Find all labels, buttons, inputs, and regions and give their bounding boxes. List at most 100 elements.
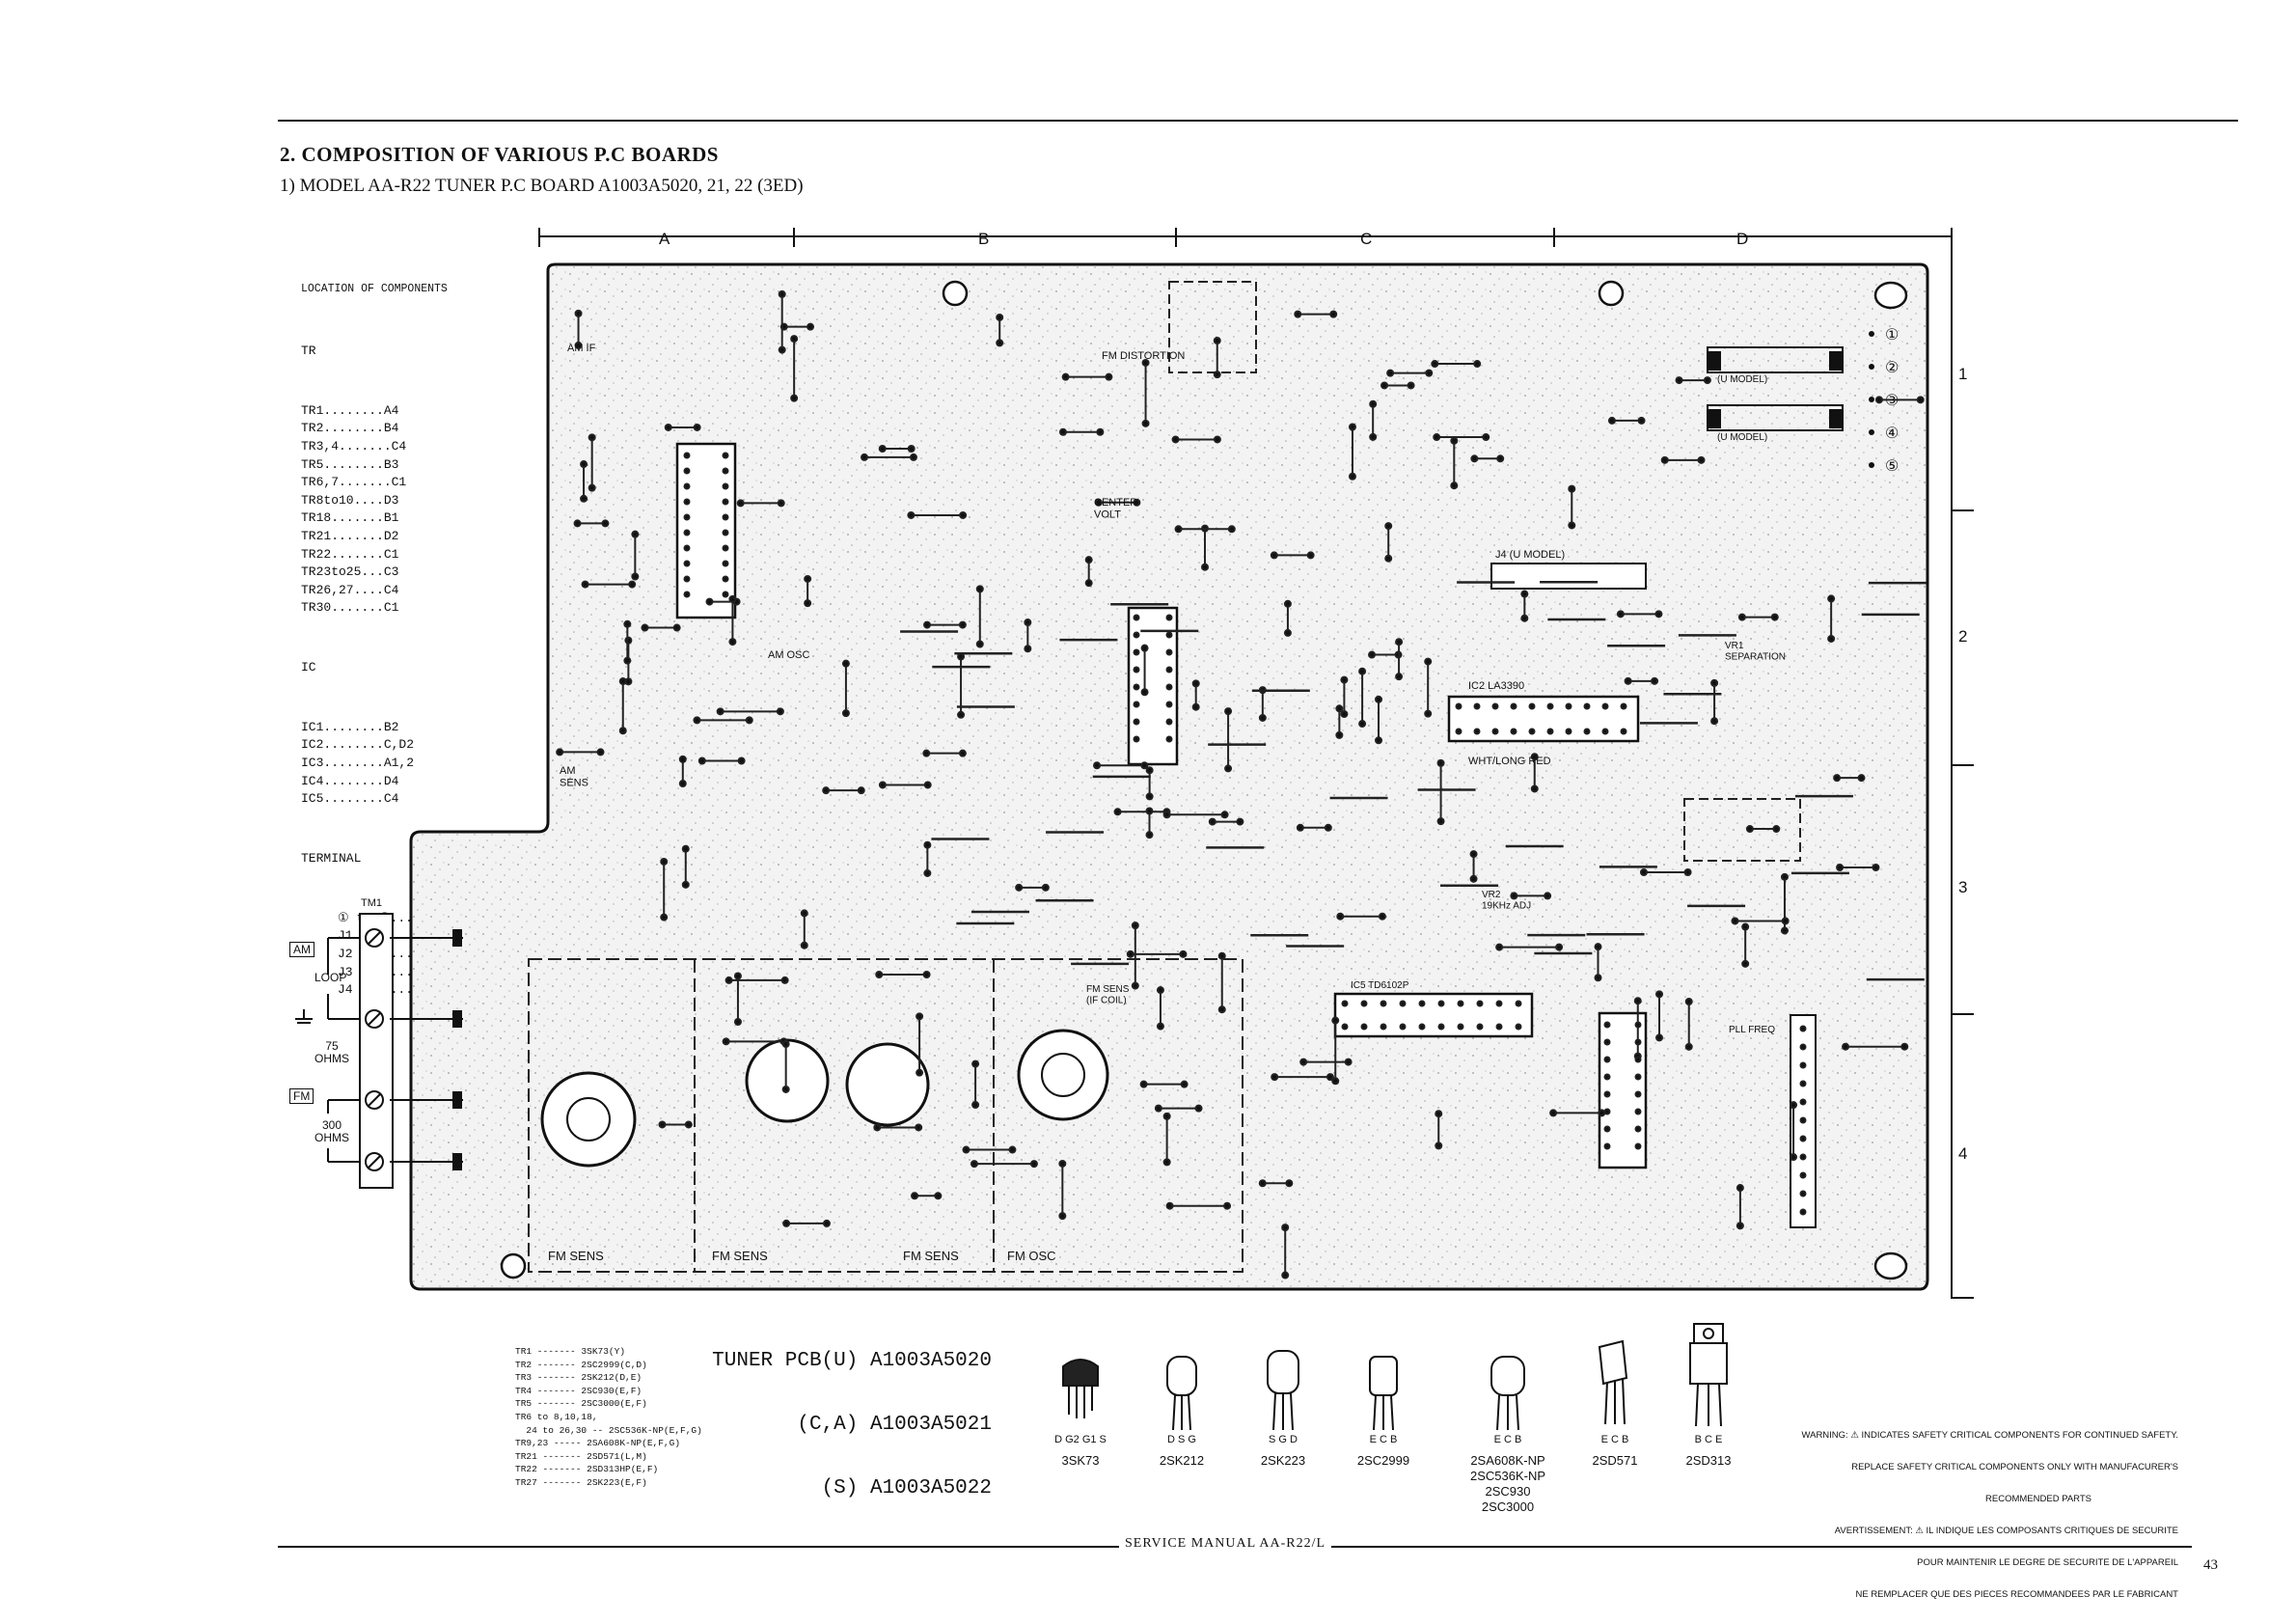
package-2sa608k-icon: [1490, 1356, 1525, 1431]
ic-location-item-0: IC1........B2: [301, 719, 399, 734]
grid-col-b: B: [978, 230, 990, 248]
grid-row-tick: [1951, 764, 1974, 766]
package-2sc2999-icon: [1369, 1356, 1398, 1431]
terminal-column: ① ② ③ ④ ⑤: [1869, 327, 1899, 475]
ic-location-item-3: IC4........D4: [301, 773, 399, 788]
mounting-hole: [942, 280, 969, 307]
l4-coil: [1017, 1029, 1109, 1121]
tr-location-item-5: TR8to10....D3: [301, 492, 399, 508]
package-2sk212-icon: [1166, 1356, 1197, 1431]
am-if-label: AM IF: [567, 343, 596, 354]
transistor-list-item-2: TR3 ------- 2SK212(D,E): [515, 1372, 642, 1384]
grid-tick: [1553, 228, 1555, 247]
fm-sens-label-3: FM SENS: [903, 1249, 959, 1263]
tr-location-item-8: TR22.......C1: [301, 546, 399, 562]
package-name-3: 2SC2999: [1356, 1453, 1410, 1468]
package-2sd313-icon: [1689, 1323, 1728, 1427]
transistor-list: TR1 ------- 3SK73(Y)TR2 ------- 2SC2999(…: [515, 1345, 702, 1490]
ic-location-item-2: IC3........A1,2: [301, 756, 415, 771]
tr-location-item-10: TR26,27....C4: [301, 582, 399, 597]
terminal-2: ②: [1885, 360, 1899, 376]
transistor-list-item-8: TR21 ------- 2SD571(L,M): [515, 1450, 647, 1462]
transistor-list-item-9: TR22 ------- 2SD313HP(E,F): [515, 1464, 659, 1475]
fm-antenna-label: FM: [289, 1088, 314, 1104]
package-name-4: 2SA608K-NP 2SC536K-NP 2SC930 2SC3000: [1469, 1453, 1546, 1514]
package-pins-6: B C E: [1694, 1434, 1723, 1445]
am-osc-label: AM OSC: [768, 649, 809, 661]
warning-line-5: POUR MAINTENIR LE DEGRE DE SECURITE DE L…: [1917, 1557, 2178, 1568]
mounting-hole: [500, 1252, 527, 1279]
package-pins-4: E C B: [1493, 1434, 1522, 1445]
package-name-6: 2SD313: [1685, 1453, 1732, 1468]
package-2sk223-icon: [1267, 1350, 1299, 1431]
warning-line-2: REPLACE SAFETY CRITICAL COMPONENTS ONLY …: [1851, 1462, 2178, 1472]
pcb-caption-line-2: (C,A) A1003A5021: [797, 1414, 992, 1436]
package-pins-0: D G2 G1 S: [1054, 1434, 1107, 1445]
trace-layer: [556, 289, 1927, 1279]
warning-line-6: NE REMPLACER QUE DES PIECES RECOMMANDEES…: [1855, 1589, 2178, 1600]
grid-row-tick: [1951, 1297, 1974, 1299]
pcb-caption-line-3: (S) A1003A5022: [821, 1477, 992, 1499]
l1-coil: [540, 1071, 637, 1168]
antenna-wiring: [295, 928, 463, 1171]
grid-row-tick: [1951, 1013, 1974, 1015]
u-model-label-2: (U MODEL): [1717, 432, 1767, 443]
warning-line-3: RECOMMENDED PARTS: [1985, 1494, 2091, 1504]
package-name-1: 2SK212: [1159, 1453, 1205, 1468]
grid-row-1: 1: [1958, 365, 1968, 383]
fm-distortion-label: FM DISTORTION: [1102, 350, 1185, 362]
grid-tick: [793, 228, 795, 247]
pcb-caption-line-1: TUNER PCB(U) A1003A5020: [712, 1350, 992, 1372]
transistor-list-item-6: 24 to 26,30 -- 2SC536K-NP(E,F,G): [515, 1424, 702, 1436]
section-title: 2. COMPOSITION OF VARIOUS P.C BOARDS: [280, 143, 719, 166]
tr-heading: TR: [301, 343, 316, 358]
grid-row-4: 4: [1958, 1144, 1968, 1163]
pll-freq-label: PLL FREQ: [1729, 1025, 1775, 1035]
mounting-hole: [1873, 281, 1908, 310]
tr-location-item-1: TR2........B4: [301, 421, 399, 436]
transistor-list-item-5: TR6 to 8,10,18,: [515, 1411, 598, 1422]
wht-long-red-label: WHT/LONG RED: [1468, 756, 1551, 767]
transistor-list-item-3: TR4 ------- 2SC930(E,F): [515, 1385, 642, 1396]
tr-location-item-11: TR30.......C1: [301, 600, 399, 616]
grid-column-bar: [538, 235, 1953, 237]
transistor-list-item-4: TR5 ------- 2SC3000(E,F): [515, 1398, 647, 1410]
ohms300-label: 300 OHMS: [314, 1118, 349, 1144]
fl3-filter: [1683, 798, 1801, 862]
fm-frontend-shield: [528, 958, 1244, 1273]
tr-location-item-0: TR1........A4: [301, 402, 399, 418]
package-name-5: 2SD571: [1592, 1453, 1638, 1468]
u-model-label-1: (U MODEL): [1717, 374, 1767, 385]
ic-location-item-4: IC5........C4: [301, 791, 399, 807]
package-pins-2: S G D: [1269, 1434, 1298, 1445]
l2-coil: [745, 1038, 830, 1123]
footer-title: SERVICE MANUAL AA-R22/L: [1119, 1536, 1332, 1552]
tr-location-item-2: TR3,4.......C4: [301, 438, 407, 454]
tr-location-item-3: TR5........B3: [301, 456, 399, 472]
package-pins-3: E C B: [1369, 1434, 1398, 1445]
terminal-5: ⑤: [1885, 458, 1899, 475]
ic2-label: IC2 LA3390: [1468, 680, 1524, 692]
pcb-board-diagram: ① ② ③ ④ ⑤ FM SENS FM SENS FM SENS FM OSC…: [409, 262, 1929, 1291]
grid-col-c: C: [1360, 230, 1373, 248]
fm-sens-if-coil-label: FM SENS(IF COIL): [1086, 984, 1130, 1006]
fm-sens-label-1: FM SENS: [548, 1249, 604, 1263]
terminal-4: ④: [1885, 426, 1899, 442]
transistor-list-item-7: TR9,23 ----- 2SA608K-NP(E,F,G): [515, 1438, 681, 1449]
mounting-hole: [1598, 280, 1625, 307]
grid-row-3: 3: [1958, 878, 1968, 896]
ohms75-label: 75 OHMS: [314, 1039, 349, 1065]
grid-row-2: 2: [1958, 627, 1968, 646]
warning-block: WARNING: ⚠ INDICATES SAFETY CRITICAL COM…: [1781, 1409, 2179, 1610]
terminal-1: ①: [1885, 327, 1899, 344]
pcb-caption: TUNER PCB(U) A1003A5020 (C,A) A1003A5021…: [712, 1308, 992, 1521]
transistor-packages: [1062, 1323, 1728, 1431]
subsection-title: 1) MODEL AA-R22 TUNER P.C BOARD A1003A50…: [280, 176, 804, 196]
package-name-2: 2SK223: [1260, 1453, 1306, 1468]
